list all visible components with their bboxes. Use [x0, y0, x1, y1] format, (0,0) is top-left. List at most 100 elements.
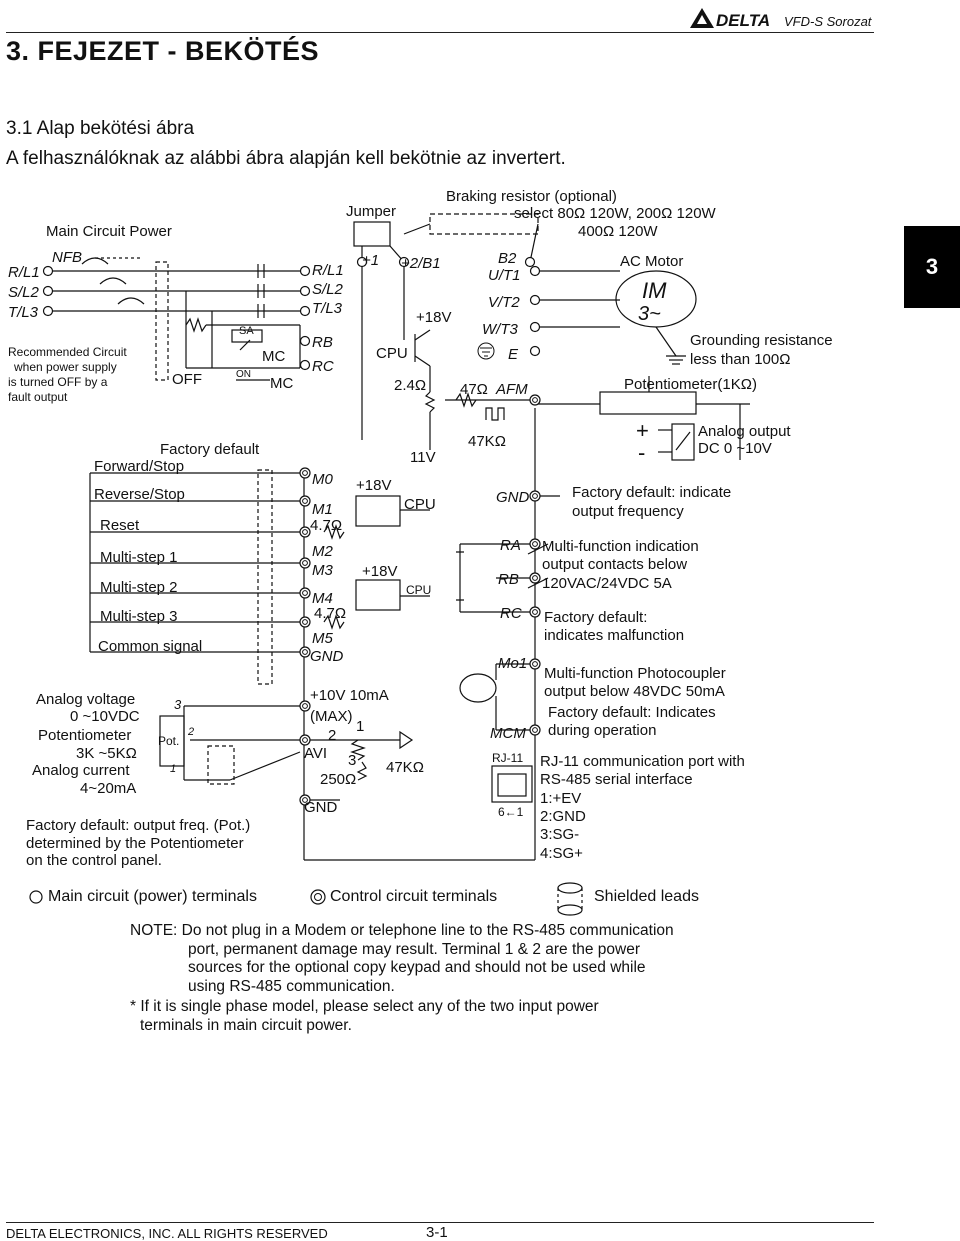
analog-left-text: Potentiometer	[38, 727, 131, 744]
legend-control: Control circuit terminals	[330, 888, 498, 905]
svg-text:DELTA: DELTA	[716, 11, 770, 30]
relay-text: 120VAC/24VDC 5A	[542, 575, 672, 592]
mc-label: MC	[262, 348, 285, 365]
pot-pin-2: 2	[187, 726, 194, 738]
recommended-text: when power supply	[13, 360, 117, 374]
input-reverse: Reverse/Stop	[94, 486, 185, 503]
terminal-m2: M2	[312, 543, 333, 560]
terminal-plus1: +1	[362, 252, 379, 269]
rj11-text: 3:SG-	[540, 826, 579, 843]
avi-pin-1: 1	[356, 718, 364, 735]
terminal-gnd: GND	[496, 489, 530, 506]
grounding-label: less than 100Ω	[690, 351, 790, 368]
analog-left-text: 0 ~10VDC	[70, 708, 140, 725]
analog-left-text: 3K ~5KΩ	[76, 745, 137, 762]
v10-label: +10V 10mA	[310, 687, 389, 704]
relay-text: Multi-function indication	[542, 538, 699, 555]
cpu2-label: CPU	[404, 496, 436, 513]
input-ms3: Multi-step 3	[100, 608, 178, 625]
terminal-b2: B2	[498, 250, 517, 267]
off-label: OFF	[172, 371, 202, 388]
terminal-rb: RB	[312, 334, 333, 351]
section-title: 3.1 Alap bekötési ábra	[6, 118, 195, 139]
terminal-u: U/T1	[488, 267, 521, 284]
sa-label: SA	[239, 325, 254, 337]
r47-label: 47Ω	[460, 381, 488, 398]
cpu3-label: CPU	[406, 583, 431, 597]
braking-label: select 80Ω 120W, 200Ω 120W	[514, 205, 717, 222]
r47b-label: 4.7Ω	[314, 605, 346, 622]
terminal-rc2: RC	[500, 605, 522, 622]
ac-motor-label: AC Motor	[620, 253, 683, 270]
terminal-e: E	[508, 346, 519, 363]
plus-sign: +	[636, 418, 649, 443]
terminal-rb2: RB	[498, 571, 519, 588]
k47-label: 47KΩ	[468, 433, 506, 450]
terminal-mcm: MCM	[490, 725, 526, 742]
footer-line	[6, 1222, 874, 1223]
v18-label: +18V	[416, 309, 451, 326]
recommended-text: fault output	[8, 390, 68, 404]
cpu-label: CPU	[376, 345, 408, 362]
terminal-rc: RC	[312, 358, 334, 375]
relay-text: indicates malfunction	[544, 627, 684, 644]
note-line: sources for the optional copy keypad and…	[188, 959, 646, 976]
terminal-t: T/L3	[312, 300, 343, 317]
afm-default-text: output frequency	[572, 503, 684, 520]
note-block: NOTE: Do not plug in a Modem or telephon…	[130, 922, 770, 996]
factory-default-label: Factory default	[160, 441, 260, 458]
nfb-label: NFB	[52, 249, 82, 266]
v18c-label: +18V	[362, 563, 397, 580]
avi-pin-3: 3	[348, 752, 356, 769]
grounding-label: Grounding resistance	[690, 332, 833, 349]
terminal-mo1: Mo1	[498, 655, 527, 672]
input-r: R/L1	[8, 264, 40, 281]
footer-company: DELTA ELECTRONICS, INC. ALL RIGHTS RESER…	[6, 1226, 328, 1241]
terminal-m5: M5	[312, 630, 333, 647]
jumper-label: Jumper	[346, 203, 396, 220]
rj11-text: RS-485 serial interface	[540, 771, 693, 788]
r250-label: 250Ω	[320, 771, 356, 788]
mo1-text: Factory default: Indicates	[548, 704, 716, 721]
mo1-text: Multi-function Photocoupler	[544, 665, 726, 682]
control-terminal-symbol	[310, 889, 326, 905]
note-line: port, permanent damage may result. Termi…	[188, 940, 641, 958]
analog-out-label: DC 0 ~10V	[698, 440, 772, 457]
input-reset: Reset	[100, 517, 140, 534]
analog-left-text: Analog voltage	[36, 691, 135, 708]
rj11-text: 1:+EV	[540, 790, 581, 807]
pot-pin-3: 3	[174, 697, 182, 712]
max-label: (MAX)	[310, 708, 353, 725]
pot-label: Pot.	[158, 734, 179, 748]
analog-left-text: 4~20mA	[80, 780, 136, 797]
chapter-tab[interactable]: 3	[904, 226, 960, 308]
input-t: T/L3	[8, 304, 39, 321]
k47b-label: 47KΩ	[386, 759, 424, 776]
input-ms2: Multi-step 2	[100, 579, 178, 596]
recommended-text: Recommended Circuit	[8, 345, 127, 359]
rj11-pins: 6←1	[498, 805, 524, 819]
rj11-label: RJ-11	[492, 751, 523, 765]
note-line: NOTE: Do not plug in a Modem or telephon…	[130, 922, 674, 939]
terminal-plus2: +2/B1	[401, 255, 441, 272]
terminal-ra: RA	[500, 537, 521, 554]
note2-block: * If it is single phase model, please se…	[130, 998, 730, 1035]
note-line: using RS-485 communication.	[188, 977, 395, 995]
motor-phase: 3~	[638, 303, 661, 325]
braking-label: Braking resistor (optional)	[446, 188, 617, 205]
rj11-text: RJ-11 communication port with	[540, 753, 745, 770]
intro-text: A felhasználóknak az alábbi ábra alapján…	[6, 148, 566, 169]
pot-pin-1: 1	[170, 763, 176, 775]
analog-out-label: Analog output	[698, 423, 791, 440]
main-terminal-symbol	[29, 890, 43, 904]
minus-sign: -	[638, 440, 645, 465]
mo1-text: during operation	[548, 722, 656, 739]
input-common: Common signal	[98, 638, 202, 655]
v18b-label: +18V	[356, 477, 391, 494]
input-s: S/L2	[8, 284, 40, 301]
legend-main: Main circuit (power) terminals	[48, 888, 257, 905]
rj11-text: 4:SG+	[540, 845, 583, 862]
main-circuit-label: Main Circuit Power	[46, 223, 172, 240]
factory-pot-text: on the control panel.	[26, 852, 162, 869]
